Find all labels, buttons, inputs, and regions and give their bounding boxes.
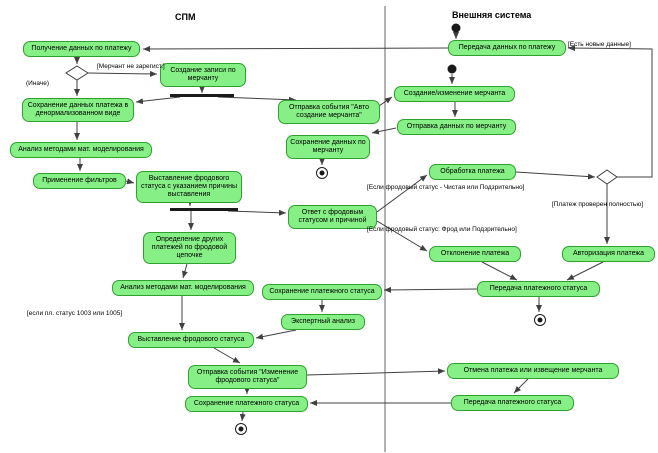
activity-decline-payment: Отклонение платежа	[429, 246, 521, 262]
guard-otherwise: (Иначе)	[26, 80, 50, 87]
activity-cancel-or-notify-merchant: Отмена платежа или извещение мерчанта	[447, 363, 619, 379]
flow-arrow	[513, 378, 529, 394]
guard-merchant-not-registered: [Мерчант не зарегист.]	[97, 63, 165, 70]
guard-status-fraud-or-suspicious: [Если фродовый статус: Фрод или Подзрите…	[367, 226, 517, 233]
activity-find-chain-payments: Определение других платежей по фродовой …	[143, 232, 236, 264]
activity-math-analysis-1: Анализ методами мат. моделирования	[10, 142, 152, 158]
guard-status-clean-or-suspicious: [Если фродовый статус - Чистая или Подзр…	[367, 184, 525, 191]
flow-arrow	[481, 261, 518, 281]
flow-arrow	[566, 261, 604, 281]
activity-save-payment-status-mid: Сохранение платежного статуса	[262, 284, 382, 300]
activity-math-analysis-2: Анализ методами мат. моделирования	[112, 280, 254, 296]
decision-diamond-merchant	[65, 65, 89, 81]
flow-arrow	[306, 368, 446, 376]
activity-send-change-fraud-status-event: Отправка события "Изменение фродового ст…	[188, 365, 307, 389]
flow-arrow	[376, 220, 428, 252]
activity-create-or-change-merchant: Создание/изменение мерчанта	[394, 86, 515, 102]
activity-transfer-payment-status-bottom: Передача платежного статуса	[451, 395, 574, 411]
activity-send-auto-create-merchant-event: Отправка события "Авто создание мерчанта…	[278, 100, 380, 124]
final-node-merchant-dot	[319, 170, 325, 176]
flow-arrow	[213, 347, 241, 364]
activity-save-merchant-data: Сохранение данных по мерчанту	[286, 135, 370, 159]
lane-title-external-system: Внешняя система	[452, 10, 532, 20]
activity-save-denormalized-payment: Сохранение данных платежа в денормализов…	[22, 98, 134, 122]
flow-arrow	[125, 178, 135, 185]
flow-arrow	[567, 45, 653, 178]
flow-arrow	[217, 96, 297, 103]
guard-payment-fully-verified: [Платеж проверен полностью]	[552, 201, 643, 208]
activity-save-payment-status-bottom: Сохранение платежного статуса	[185, 396, 308, 412]
flow-arrow	[383, 286, 478, 293]
fork-bar-top	[170, 94, 234, 97]
final-node-bottom-dot	[238, 426, 244, 432]
flow-arrow	[515, 171, 596, 180]
activity-apply-filters: Применение фильтров	[33, 173, 126, 189]
flow-arrow	[378, 96, 393, 107]
flow-arrow	[239, 411, 246, 422]
activity-expert-analysis: Экспертный анализ	[281, 314, 365, 330]
activity-set-fraud-status: Выставление фродового статуса	[128, 332, 254, 348]
lane-title-spm: СПМ	[175, 12, 196, 22]
activity-set-fraud-status-with-reason: Выставление фродового статуса с указание…	[136, 171, 242, 203]
flow-arrow	[182, 263, 188, 279]
flow-arrow	[376, 174, 428, 213]
final-node-status-dot	[537, 317, 543, 323]
initial-node-merchant	[447, 64, 457, 74]
flow-arrow	[227, 209, 287, 216]
activity-fraud-status-response: Ответ с фродовым статусом и причиной	[288, 205, 377, 229]
fork-bar-middle	[170, 208, 238, 211]
flow-arrow	[135, 96, 181, 105]
activity-process-payment: Обработка платежа	[429, 164, 516, 180]
activity-authorize-payment: Авторизация платежа	[562, 246, 655, 262]
flow-arrow	[142, 45, 449, 52]
activity-create-merchant-record: Создание записи по мерчанту	[160, 63, 246, 87]
activity-get-payment-data: Получение данных по платежу	[23, 41, 140, 57]
initial-node-payment	[451, 23, 461, 33]
activity-transfer-payment-status-mid: Передача платежного статуса	[477, 281, 600, 297]
flow-arrow	[255, 329, 297, 340]
activity-transfer-payment-data: Передача данных по платежу	[448, 40, 566, 56]
decision-diamond-verification	[596, 169, 618, 185]
flow-arrow	[371, 127, 397, 135]
guard-new-data-available: [Есть новые данные]	[568, 41, 631, 48]
flow-arrow	[87, 70, 158, 77]
activity-send-merchant-data: Отправка данных по мерчанту	[397, 119, 516, 135]
guard-payment-status-1003-1005: [если пл. статус 1003 или 1005]	[27, 310, 123, 317]
